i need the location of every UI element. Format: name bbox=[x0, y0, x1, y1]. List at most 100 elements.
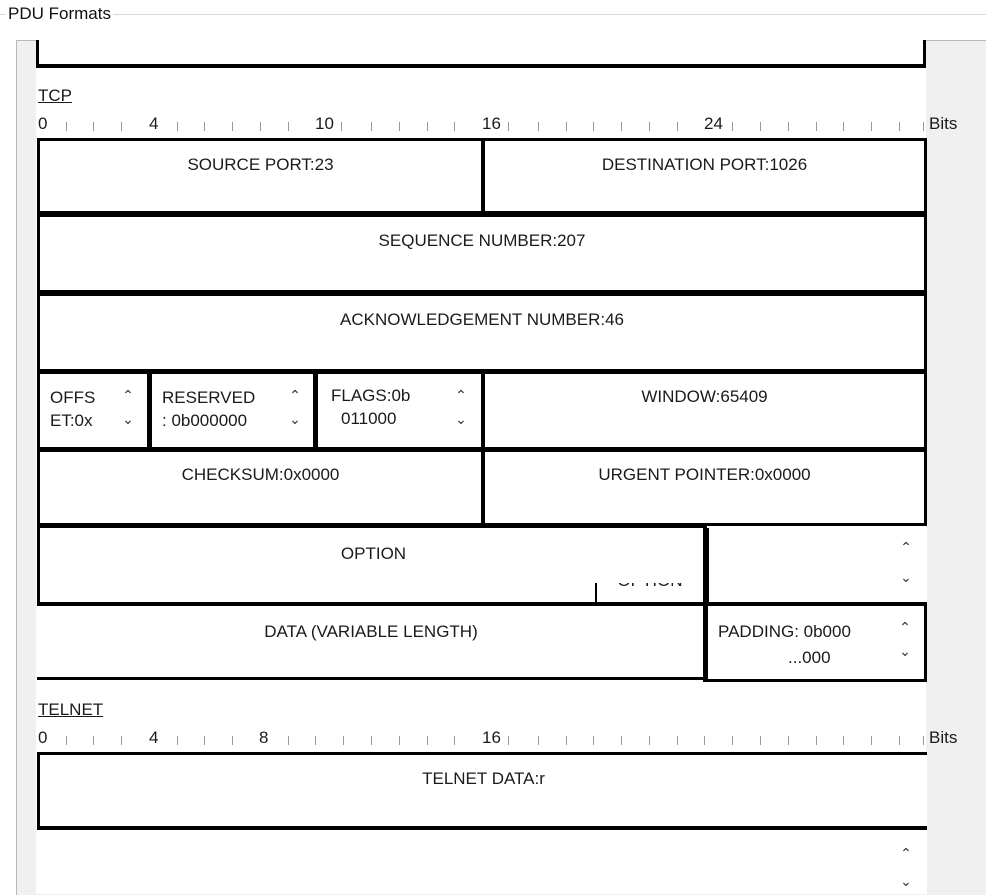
sequence-number-label: SEQUENCE NUMBER:207 bbox=[378, 231, 586, 250]
ruler-tick bbox=[121, 736, 122, 745]
chevron-down-icon[interactable]: ⌄ bbox=[455, 411, 467, 427]
ruler-tick bbox=[343, 736, 344, 745]
flags-label-line2: 011000 bbox=[341, 409, 397, 428]
ruler-tick bbox=[899, 122, 900, 131]
ruler-tick bbox=[66, 736, 67, 745]
flags-field[interactable]: FLAGS:0b 011000 ⌃ ⌄ bbox=[314, 370, 484, 450]
checksum-label: CHECKSUM:0x0000 bbox=[181, 465, 340, 484]
source-port-field[interactable]: SOURCE PORT:23 bbox=[37, 138, 484, 214]
destination-port-field[interactable]: DESTINATION PORT:1026 bbox=[481, 138, 927, 214]
ruler-label-24: 24 bbox=[704, 114, 723, 133]
option-bottom-border bbox=[37, 602, 927, 606]
reserved-field[interactable]: RESERVED : 0b000000 ⌃ ⌄ bbox=[148, 370, 316, 450]
ruler-tick bbox=[843, 736, 844, 745]
source-port-label: SOURCE PORT:23 bbox=[187, 155, 334, 174]
data-label: DATA (VARIABLE LENGTH) bbox=[264, 622, 478, 641]
ruler-tick bbox=[427, 736, 428, 745]
telnet-extra-spinner[interactable]: ⌃ ⌄ bbox=[895, 838, 917, 894]
offset-spinner[interactable]: ⌃ ⌄ bbox=[117, 384, 139, 434]
ruler-label-16: 16 bbox=[482, 728, 501, 747]
ruler-tick bbox=[260, 122, 261, 131]
ruler-tick bbox=[427, 122, 428, 131]
sequence-number-field[interactable]: SEQUENCE NUMBER:207 bbox=[37, 214, 927, 293]
tcp-layer-label[interactable]: TCP bbox=[38, 86, 72, 105]
chevron-up-icon[interactable]: ⌃ bbox=[289, 387, 301, 403]
flags-spinner[interactable]: ⌃ ⌄ bbox=[450, 384, 472, 434]
ruler-tick bbox=[788, 122, 789, 131]
chevron-down-icon[interactable]: ⌄ bbox=[899, 643, 911, 659]
offset-label-line1: OFFS bbox=[50, 388, 96, 407]
urgent-pointer-field[interactable]: URGENT POINTER:0x0000 bbox=[481, 448, 927, 526]
checksum-field[interactable]: CHECKSUM:0x0000 bbox=[37, 448, 484, 526]
previous-layer-right-border bbox=[923, 40, 926, 68]
padding-field[interactable]: PADDING: 0b000 ...000 ⌃ ⌄ bbox=[708, 606, 927, 682]
ruler-label-10: 10 bbox=[315, 114, 334, 133]
ruler-tick bbox=[760, 122, 761, 131]
ruler-tick bbox=[788, 736, 789, 745]
ruler-tick bbox=[566, 736, 567, 745]
ruler-tick bbox=[341, 122, 342, 131]
option-divider bbox=[703, 528, 709, 604]
ruler-tick bbox=[232, 122, 233, 131]
ruler-tick bbox=[399, 122, 400, 131]
reserved-label-line2: : 0b000000 bbox=[162, 411, 248, 430]
telnet-data-label: TELNET DATA:r bbox=[422, 769, 545, 788]
window-field[interactable]: WINDOW:65409 bbox=[481, 370, 927, 450]
ruler-tick bbox=[923, 122, 924, 131]
ruler-tick bbox=[871, 736, 872, 745]
groupbox-border bbox=[0, 14, 986, 15]
telnet-extra-field[interactable]: ⌃ ⌄ bbox=[37, 830, 927, 894]
previous-layer-left-border bbox=[36, 40, 39, 68]
padding-label-line2: ...000 bbox=[788, 648, 831, 667]
groupbox-title: PDU Formats bbox=[6, 4, 113, 24]
previous-layer-bottom-border bbox=[36, 64, 926, 68]
option-spinner[interactable]: ⌃ ⌄ bbox=[895, 536, 917, 596]
option-overflow-text: OPTION bbox=[597, 583, 703, 591]
chevron-up-icon[interactable]: ⌃ bbox=[900, 539, 912, 555]
ruler-tick bbox=[288, 736, 289, 745]
telnet-bits-unit: Bits bbox=[929, 728, 958, 747]
chevron-down-icon[interactable]: ⌄ bbox=[122, 411, 134, 427]
padding-spinner[interactable]: ⌃ ⌄ bbox=[894, 616, 916, 666]
ruler-label-4: 4 bbox=[149, 114, 159, 133]
option-value-field[interactable]: ⌃ ⌄ bbox=[709, 528, 927, 604]
ruler-tick bbox=[93, 122, 94, 131]
ruler-tick bbox=[371, 736, 372, 745]
reserved-label-line1: RESERVED bbox=[162, 388, 256, 407]
reserved-spinner[interactable]: ⌃ ⌄ bbox=[284, 384, 306, 434]
acknowledgement-number-field[interactable]: ACKNOWLEDGEMENT NUMBER:46 bbox=[37, 292, 927, 372]
padding-divider bbox=[703, 606, 708, 682]
chevron-down-icon[interactable]: ⌄ bbox=[900, 569, 912, 585]
urgent-pointer-label: URGENT POINTER:0x0000 bbox=[598, 465, 811, 484]
ruler-tick bbox=[288, 122, 289, 131]
ruler-tick bbox=[593, 736, 594, 745]
option-label: OPTION bbox=[340, 544, 407, 563]
ruler-tick bbox=[899, 736, 900, 745]
ruler-tick bbox=[538, 122, 539, 131]
ruler-tick bbox=[177, 736, 178, 745]
chevron-up-icon[interactable]: ⌃ bbox=[122, 387, 134, 403]
ruler-tick bbox=[923, 736, 924, 745]
chevron-down-icon[interactable]: ⌄ bbox=[900, 873, 912, 889]
ruler-tick bbox=[621, 736, 622, 745]
ruler-label-8: 8 bbox=[259, 728, 269, 747]
data-field[interactable]: DATA (VARIABLE LENGTH) bbox=[37, 606, 705, 680]
chevron-up-icon[interactable]: ⌃ bbox=[899, 619, 911, 635]
padding-label-line1: PADDING: 0b000 bbox=[718, 622, 851, 641]
telnet-layer-label[interactable]: TELNET bbox=[38, 700, 104, 719]
ruler-tick bbox=[732, 736, 733, 745]
ruler-tick bbox=[760, 736, 761, 745]
ruler-tick bbox=[371, 122, 372, 131]
chevron-down-icon[interactable]: ⌄ bbox=[289, 411, 301, 427]
option-field[interactable]: OPTION OPTION bbox=[37, 524, 707, 609]
telnet-data-field[interactable]: TELNET DATA:r bbox=[37, 752, 927, 830]
destination-port-label: DESTINATION PORT:1026 bbox=[601, 155, 808, 174]
telnet-bit-ruler: 0 4 8 16 bbox=[36, 728, 926, 750]
ruler-tick bbox=[177, 122, 178, 131]
chevron-up-icon[interactable]: ⌃ bbox=[900, 845, 912, 861]
ruler-tick bbox=[204, 736, 205, 745]
offset-field[interactable]: OFFS ET:0x ⌃ ⌄ bbox=[37, 370, 150, 450]
chevron-up-icon[interactable]: ⌃ bbox=[455, 387, 467, 403]
window-label: WINDOW:65409 bbox=[641, 387, 768, 406]
ruler-tick bbox=[677, 736, 678, 745]
